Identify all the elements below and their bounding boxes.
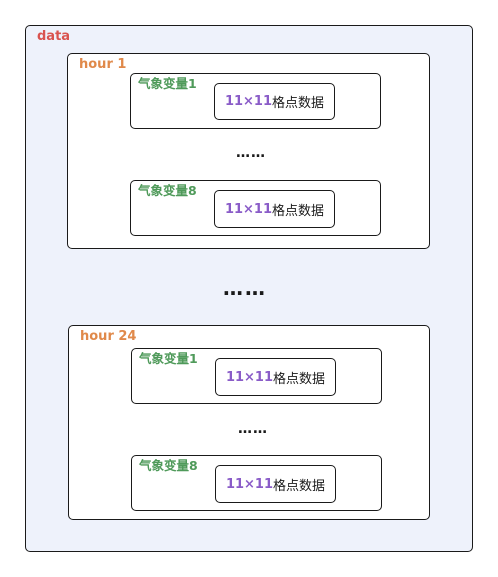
hour-1-ellipsis: ……	[236, 145, 266, 161]
grid-text: 格点数据	[273, 371, 326, 387]
grid-size: 11×11	[224, 201, 273, 217]
grid-size: 11×11	[224, 94, 273, 109]
grid-size: 11×11	[225, 369, 274, 385]
data-label: data	[37, 29, 71, 44]
hour-1-label: hour 1	[79, 57, 127, 72]
hour-24-var-1-label: 气象变量1	[139, 351, 198, 366]
grid-size: 11×11	[225, 476, 274, 492]
hour-24-var-8-label: 气象变量8	[139, 458, 198, 473]
grid-text: 格点数据	[272, 96, 325, 111]
between-hours-ellipsis: ……	[223, 276, 267, 300]
hour-24-ellipsis: ……	[238, 421, 268, 437]
hour-1-var-1-label: 气象变量1	[138, 76, 197, 91]
hour-24-label: hour 24	[80, 329, 137, 344]
grid-text: 格点数据	[272, 203, 325, 219]
hour-1-var-8-label: 气象变量8	[138, 183, 197, 198]
grid-text: 格点数据	[273, 478, 326, 494]
